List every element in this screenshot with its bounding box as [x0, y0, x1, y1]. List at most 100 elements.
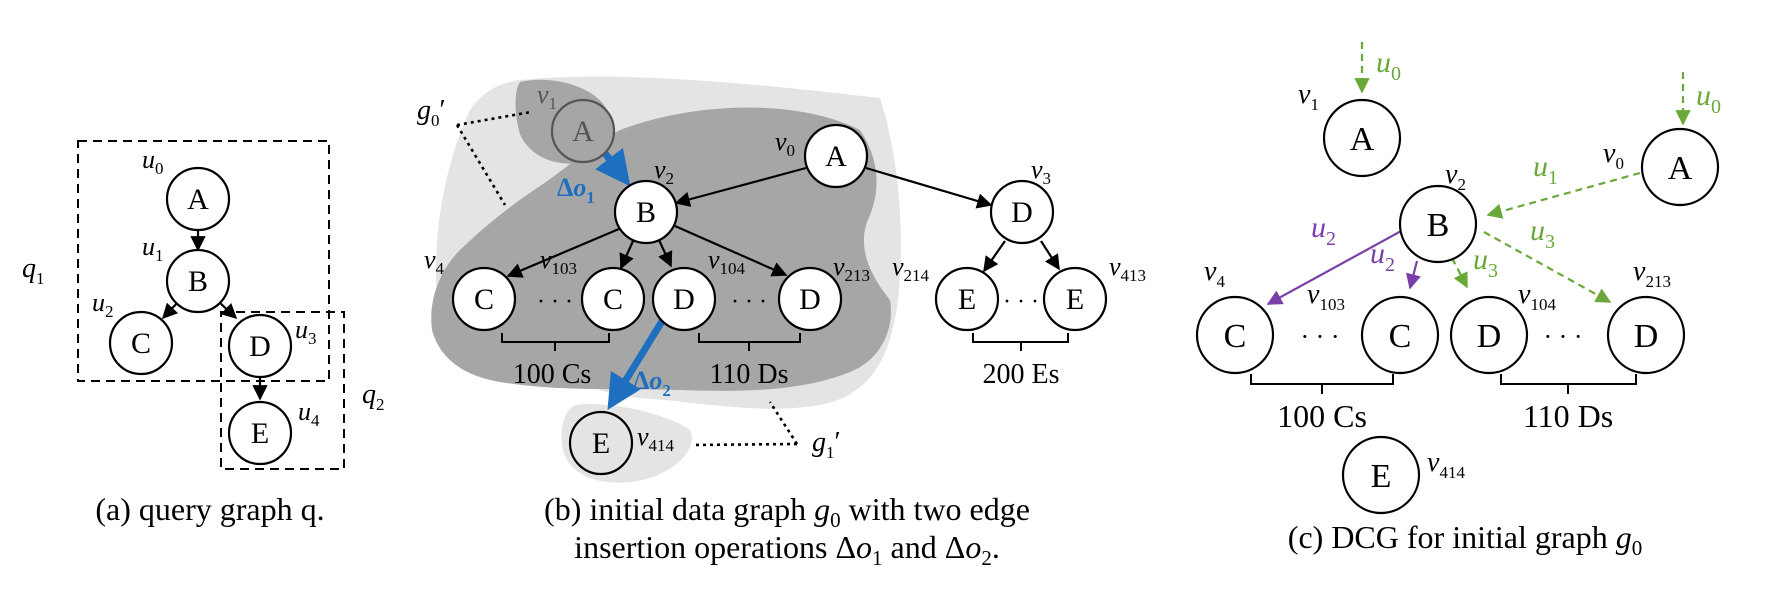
- dcg-edge-v2-v213: [1483, 231, 1612, 303]
- svg-text:E: E: [251, 417, 269, 450]
- svg-text:C: C: [603, 283, 623, 316]
- svg-text:D: D: [799, 283, 821, 316]
- panel-b-caption-line1: (b) initial data graph g0 with two edge: [544, 491, 1030, 532]
- subquery-q1-label: q1: [22, 253, 45, 288]
- svg-text:C: C: [1389, 318, 1412, 355]
- svg-text:C: C: [131, 327, 151, 360]
- svg-text:v413: v413: [1109, 252, 1146, 285]
- edge-label-u2-outer: u2: [1311, 211, 1336, 250]
- edge-label-u2-inner: u2: [1370, 237, 1395, 276]
- svg-text:u0: u0: [142, 145, 164, 178]
- svg-text:A: A: [572, 115, 594, 148]
- svg-text:A: A: [1668, 150, 1693, 187]
- svg-text:E: E: [592, 427, 610, 460]
- svg-text:v104: v104: [708, 245, 746, 278]
- data-node-v1: A v1: [537, 80, 616, 164]
- dcg-node-v1: A v1: [1298, 79, 1402, 178]
- ellipsis-es: · · ·: [1003, 289, 1039, 315]
- svg-text:D: D: [673, 283, 695, 316]
- svg-text:v0: v0: [1603, 138, 1624, 173]
- svg-text:v4: v4: [424, 245, 445, 278]
- data-node-v4: C v4: [424, 245, 517, 332]
- svg-text:D: D: [1011, 196, 1033, 229]
- svg-text:v213: v213: [1633, 256, 1671, 291]
- svg-text:v3: v3: [1031, 155, 1051, 188]
- dcg-node-v4: C v4: [1195, 256, 1275, 375]
- dcg-brace-label-cs: 100 Cs: [1277, 398, 1367, 434]
- dcg-node-v0: A v0: [1603, 127, 1720, 207]
- svg-text:v104: v104: [1518, 279, 1556, 314]
- svg-text:D: D: [1477, 318, 1502, 355]
- dcg-node-v414: E v414: [1341, 435, 1465, 515]
- edge-label-u3-right: u3: [1530, 214, 1555, 253]
- edge-v0-v3: [865, 166, 993, 209]
- ellipsis-ds: · · ·: [731, 289, 767, 315]
- edge-v3-v214: [983, 240, 1006, 273]
- panel-a-caption: (a) query graph q.: [95, 491, 324, 527]
- g1-prime-pointer-2: [768, 401, 799, 445]
- svg-text:u3: u3: [295, 315, 317, 348]
- query-node-d: D u3: [227, 313, 317, 379]
- brace-label-ds: 110 Ds: [709, 359, 788, 390]
- delta-o2-label: Δo2: [633, 366, 671, 400]
- dcg-ellipsis-ds: · · ·: [1544, 322, 1583, 351]
- brace-label-es: 200 Es: [983, 359, 1060, 390]
- data-node-v104: D v104: [651, 245, 746, 332]
- svg-text:u2: u2: [92, 288, 114, 321]
- edge-label-u3-left: u3: [1473, 243, 1498, 282]
- data-node-v214: E v214: [892, 252, 1000, 332]
- subquery-q2-label: q2: [362, 379, 385, 414]
- svg-text:v103: v103: [1307, 279, 1345, 314]
- dcg-edge-v2-v104: [1451, 257, 1468, 289]
- ellipsis-cs: · · ·: [537, 289, 573, 315]
- svg-text:E: E: [958, 283, 976, 316]
- panel-c-dcg: A v1 A v0 B v2 C v4 · · · C v103 D v104: [1195, 42, 1721, 560]
- insertion-delta-o1: [595, 147, 631, 187]
- svg-text:E: E: [1371, 458, 1392, 495]
- svg-text:D: D: [249, 330, 271, 363]
- svg-text:B: B: [1427, 207, 1450, 244]
- svg-text:v214: v214: [892, 252, 930, 285]
- edge-v2-v4: [506, 224, 627, 278]
- dcg-brace-label-ds: 110 Ds: [1523, 398, 1613, 434]
- data-node-v413: E v413: [1042, 252, 1146, 332]
- query-node-a: A u0: [142, 145, 231, 232]
- svg-text:v414: v414: [1427, 447, 1465, 482]
- svg-text:u1: u1: [142, 232, 164, 265]
- region-g0-dark: [431, 107, 891, 391]
- edge-v2-v104: [658, 239, 673, 268]
- g0-prime-label: g0′: [417, 95, 446, 130]
- edge-label-u0-top: u0: [1376, 46, 1401, 85]
- dcg-edge-v0-v2: [1486, 171, 1641, 219]
- dcg-edge-v2-v4: [1266, 229, 1404, 305]
- panel-b-data-graph: A v1 A v0 B v2 D v3 C v4 · · · C v103: [417, 76, 1146, 570]
- svg-text:E: E: [1066, 283, 1084, 316]
- data-node-v103: C v103: [540, 245, 646, 332]
- edge-label-u0-right: u0: [1696, 79, 1721, 118]
- dcg-edge-v2-v103: [1406, 260, 1421, 290]
- svg-text:D: D: [1634, 318, 1659, 355]
- g1-prime-label: g1′: [812, 427, 841, 462]
- query-node-c: C u2: [92, 288, 174, 376]
- svg-text:A: A: [187, 183, 209, 216]
- g0-prime-pointer-2: [455, 124, 507, 206]
- subquery-q1-box: [77, 140, 330, 382]
- dcg-ellipsis-cs: · · ·: [1301, 322, 1340, 351]
- svg-text:v2: v2: [654, 155, 674, 188]
- subquery-q2-box: [220, 311, 345, 470]
- brace-es: [972, 333, 1069, 351]
- query-node-b: B u1: [142, 232, 231, 314]
- svg-text:v0: v0: [775, 127, 795, 160]
- svg-text:C: C: [1224, 318, 1247, 355]
- edge-b-d: [218, 301, 238, 320]
- brace-ds: [698, 333, 801, 351]
- data-node-v213: D v213: [777, 252, 870, 332]
- edge-v2-v103: [619, 240, 635, 270]
- insertion-delta-o2: [607, 316, 667, 410]
- dcg-node-v103: C v103: [1307, 279, 1440, 375]
- svg-text:C: C: [474, 283, 494, 316]
- panel-a-query-graph: A u0 B u1 C u2 D u3 E u4 q1 q2 (a) query…: [22, 140, 385, 527]
- data-node-v2: B v2: [613, 155, 679, 245]
- svg-text:v414: v414: [637, 422, 675, 455]
- svg-text:v1: v1: [1298, 79, 1319, 114]
